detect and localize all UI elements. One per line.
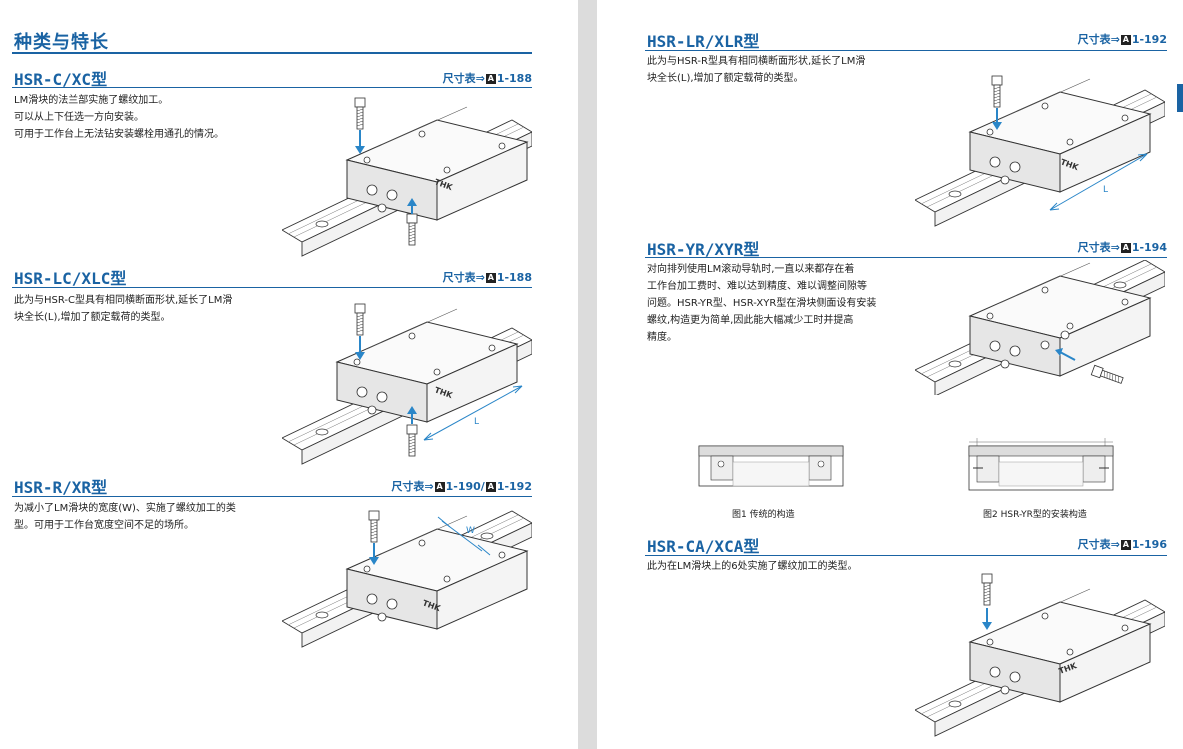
section-title-hsr-ca: HSR-CA/XCA型	[647, 537, 760, 556]
section-rule	[645, 257, 1167, 258]
section-rule	[645, 50, 1167, 51]
hsr-ca-diagram: THK	[915, 573, 1165, 737]
figure-caption: 图1 传统的构造	[732, 510, 795, 520]
section-description: 此为在LM滑块上的6处实施了螺纹加工的类型。	[647, 561, 858, 572]
hsr-yr-diagram	[915, 260, 1165, 395]
hsr-lr-diagram: L THK	[915, 65, 1165, 227]
section-rule	[645, 555, 1167, 556]
table-a-icon: A	[485, 74, 496, 84]
table-a-icon: A	[1120, 35, 1131, 45]
title-rule	[12, 52, 532, 54]
hsr-c-diagram: THK	[282, 93, 532, 257]
section-description: 对向排列使用LM滚动导轨时,一直以来都存在着 工作台加工费时、难以达到精度、难以…	[647, 264, 877, 343]
table-a-icon: A	[1120, 540, 1131, 550]
section-description: LM滑块的法兰部实施了螺纹加工。 可以从上下任选一方向安装。 可用于工作台上无法…	[14, 95, 224, 140]
table-a-icon: A	[1120, 243, 1131, 253]
length-label: L	[474, 417, 479, 427]
section-description: 此为与HSR-C型具有相同横断面形状,延长了LM滑 块全长(L),增加了额定载荷…	[14, 295, 233, 323]
section-title-hsr-yr: HSR-YR/XYR型	[647, 240, 760, 259]
section-description: 为减小了LM滑块的宽度(W)、实施了螺纹加工的类 型。可用于工作台宽度空间不足的…	[14, 503, 236, 531]
width-label: W	[466, 526, 475, 536]
table-a-icon: A	[485, 482, 496, 492]
section-description: 此为与HSR-R型具有相同横断面形状,延长了LM滑 块全长(L),增加了额定载荷…	[647, 56, 866, 84]
fig1-conventional-structure	[698, 445, 844, 487]
section-title-hsr-lr: HSR-LR/XLR型	[647, 32, 760, 51]
page-gutter	[578, 0, 597, 749]
figure-caption: 图2 HSR-YR型的安装构造	[983, 510, 1087, 520]
section-rule	[12, 287, 532, 288]
section-rule	[12, 496, 532, 497]
table-a-icon: A	[434, 482, 445, 492]
fig2-yr-mounting-structure	[968, 438, 1114, 491]
side-tab-marker	[1177, 84, 1183, 112]
section-title-hsr-c: HSR-C/XC型	[14, 70, 108, 89]
table-a-icon: A	[485, 273, 496, 283]
page-title: 种类与特长	[14, 32, 109, 53]
hsr-r-diagram: W THK	[282, 505, 532, 648]
section-title-hsr-lc: HSR-LC/XLC型	[14, 269, 127, 288]
section-title-hsr-r: HSR-R/XR型	[14, 478, 108, 497]
section-rule	[12, 87, 532, 88]
length-label: L	[1103, 185, 1108, 195]
hsr-lc-diagram: L THK	[282, 300, 532, 465]
